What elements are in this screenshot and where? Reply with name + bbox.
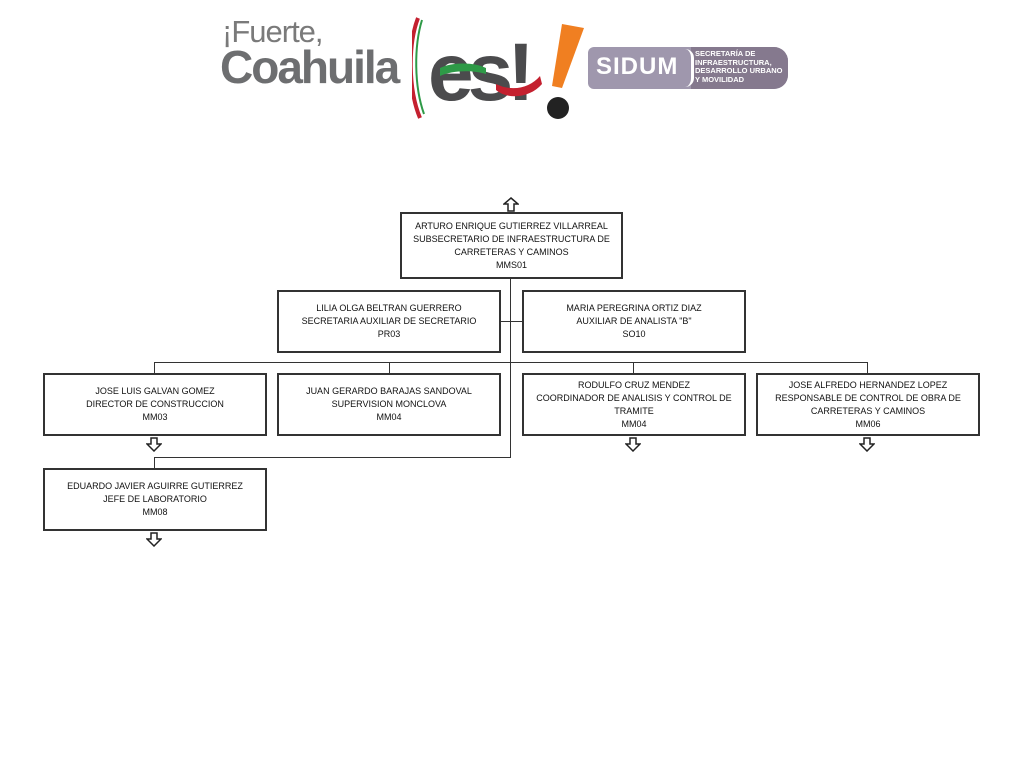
node-title: SECRETARIA AUXILIAR DE SECRETARIO xyxy=(301,316,477,326)
logo-coahuila-text: Coahuila xyxy=(220,41,400,93)
node-title: DIRECTOR DE CONSTRUCCION xyxy=(86,399,224,409)
arrow-down-icon[interactable] xyxy=(625,437,641,452)
connector-drop-r4 xyxy=(867,362,868,374)
sidum-line-4: Y MOVILIDAD xyxy=(695,74,745,84)
connector-assistants xyxy=(500,321,522,322)
arrow-down-icon[interactable] xyxy=(146,532,162,547)
node-title: SUBSECRETARIO DE INFRAESTRUCTURA DE CARR… xyxy=(413,233,610,257)
node-code: SO10 xyxy=(622,329,646,339)
sidum-name: SIDUM xyxy=(596,53,679,80)
node-code: MM08 xyxy=(142,507,168,517)
node-code: MM04 xyxy=(376,412,402,422)
sidum-lines: SECRETARÍA DE INFRAESTRUCTURA, DESARROLL… xyxy=(695,49,783,84)
org-node-director-construccion[interactable]: JOSE LUIS GALVAN GOMEZ DIRECTOR DE CONST… xyxy=(43,373,267,436)
connector-drop-r3 xyxy=(633,362,634,374)
logo-es-graphic: es! xyxy=(412,17,584,119)
connector-row-horizontal xyxy=(154,362,867,363)
node-code: MM06 xyxy=(855,418,881,429)
node-name: RODULFO CRUZ MENDEZ xyxy=(578,379,690,390)
node-code: MM04 xyxy=(621,418,647,429)
org-node-jefe-laboratorio[interactable]: EDUARDO JAVIER AGUIRRE GUTIERREZ JEFE DE… xyxy=(43,468,267,531)
node-code: MM03 xyxy=(142,412,168,422)
node-title: SUPERVISION MONCLOVA xyxy=(331,399,447,409)
sidum-line-1: SECRETARÍA DE xyxy=(695,49,756,58)
connector-main-vertical xyxy=(510,278,511,458)
sidum-line-3: DESARROLLO URBANO xyxy=(695,66,783,76)
arrow-down-icon[interactable] xyxy=(859,437,875,452)
connector-drop-r2 xyxy=(389,362,390,374)
org-node-assistant-left[interactable]: LILIA OLGA BELTRAN GUERRERO SECRETARIA A… xyxy=(277,290,501,353)
node-name: MARIA PEREGRINA ORTIZ DIAZ xyxy=(566,303,702,313)
node-title: AUXILIAR DE ANALISTA "B" xyxy=(576,316,692,326)
org-node-responsable-control-obra[interactable]: JOSE ALFREDO HERNANDEZ LOPEZ RESPONSABLE… xyxy=(756,373,980,436)
arrow-up-icon[interactable] xyxy=(503,197,519,212)
node-name: JOSE ALFREDO HERNANDEZ LOPEZ xyxy=(788,379,948,390)
logo-fuerte-text: ¡Fuerte, xyxy=(222,14,324,49)
node-name: LILIA OLGA BELTRAN GUERRERO xyxy=(316,303,462,313)
node-title: JEFE DE LABORATORIO xyxy=(103,494,207,504)
sidum-line-2: INFRAESTRUCTURA, xyxy=(695,57,772,67)
node-name: JUAN GERARDO BARAJAS SANDOVAL xyxy=(306,386,472,396)
node-code: PR03 xyxy=(377,329,401,339)
node-name: ARTURO ENRIQUE GUTIERREZ VILLARREAL xyxy=(415,220,608,231)
node-code: MMS01 xyxy=(495,259,527,270)
connector-drop-r5 xyxy=(154,457,155,469)
org-node-assistant-right[interactable]: MARIA PEREGRINA ORTIZ DIAZ AUXILIAR DE A… xyxy=(522,290,746,353)
connector-lower-horizontal xyxy=(154,457,511,458)
node-title: RESPONSABLE DE CONTROL DE OBRA DE CARRET… xyxy=(775,392,961,416)
node-name: JOSE LUIS GALVAN GOMEZ xyxy=(95,386,215,396)
node-name: EDUARDO JAVIER AGUIRRE GUTIERREZ xyxy=(67,481,243,491)
org-node-coordinador-analisis[interactable]: RODULFO CRUZ MENDEZ COORDINADOR DE ANALI… xyxy=(522,373,746,436)
sidum-separator xyxy=(685,49,694,87)
node-title: COORDINADOR DE ANALISIS Y CONTROL DE TRA… xyxy=(536,392,732,416)
sidum-logo: SIDUM SECRETARÍA DE INFRAESTRUCTURA, DES… xyxy=(588,47,788,89)
org-node-head[interactable]: ARTURO ENRIQUE GUTIERREZ VILLARREAL SUBS… xyxy=(400,212,623,279)
org-node-supervision-monclova[interactable]: JUAN GERARDO BARAJAS SANDOVAL SUPERVISIO… xyxy=(277,373,501,436)
connector-drop-r1 xyxy=(154,362,155,374)
arrow-down-icon[interactable] xyxy=(146,437,162,452)
sidum-right-panel: SECRETARÍA DE INFRAESTRUCTURA, DESARROLL… xyxy=(691,47,788,89)
header: ¡Fuerte, Coahuila es! SIDUM SECRETARÍA D… xyxy=(0,0,1024,130)
